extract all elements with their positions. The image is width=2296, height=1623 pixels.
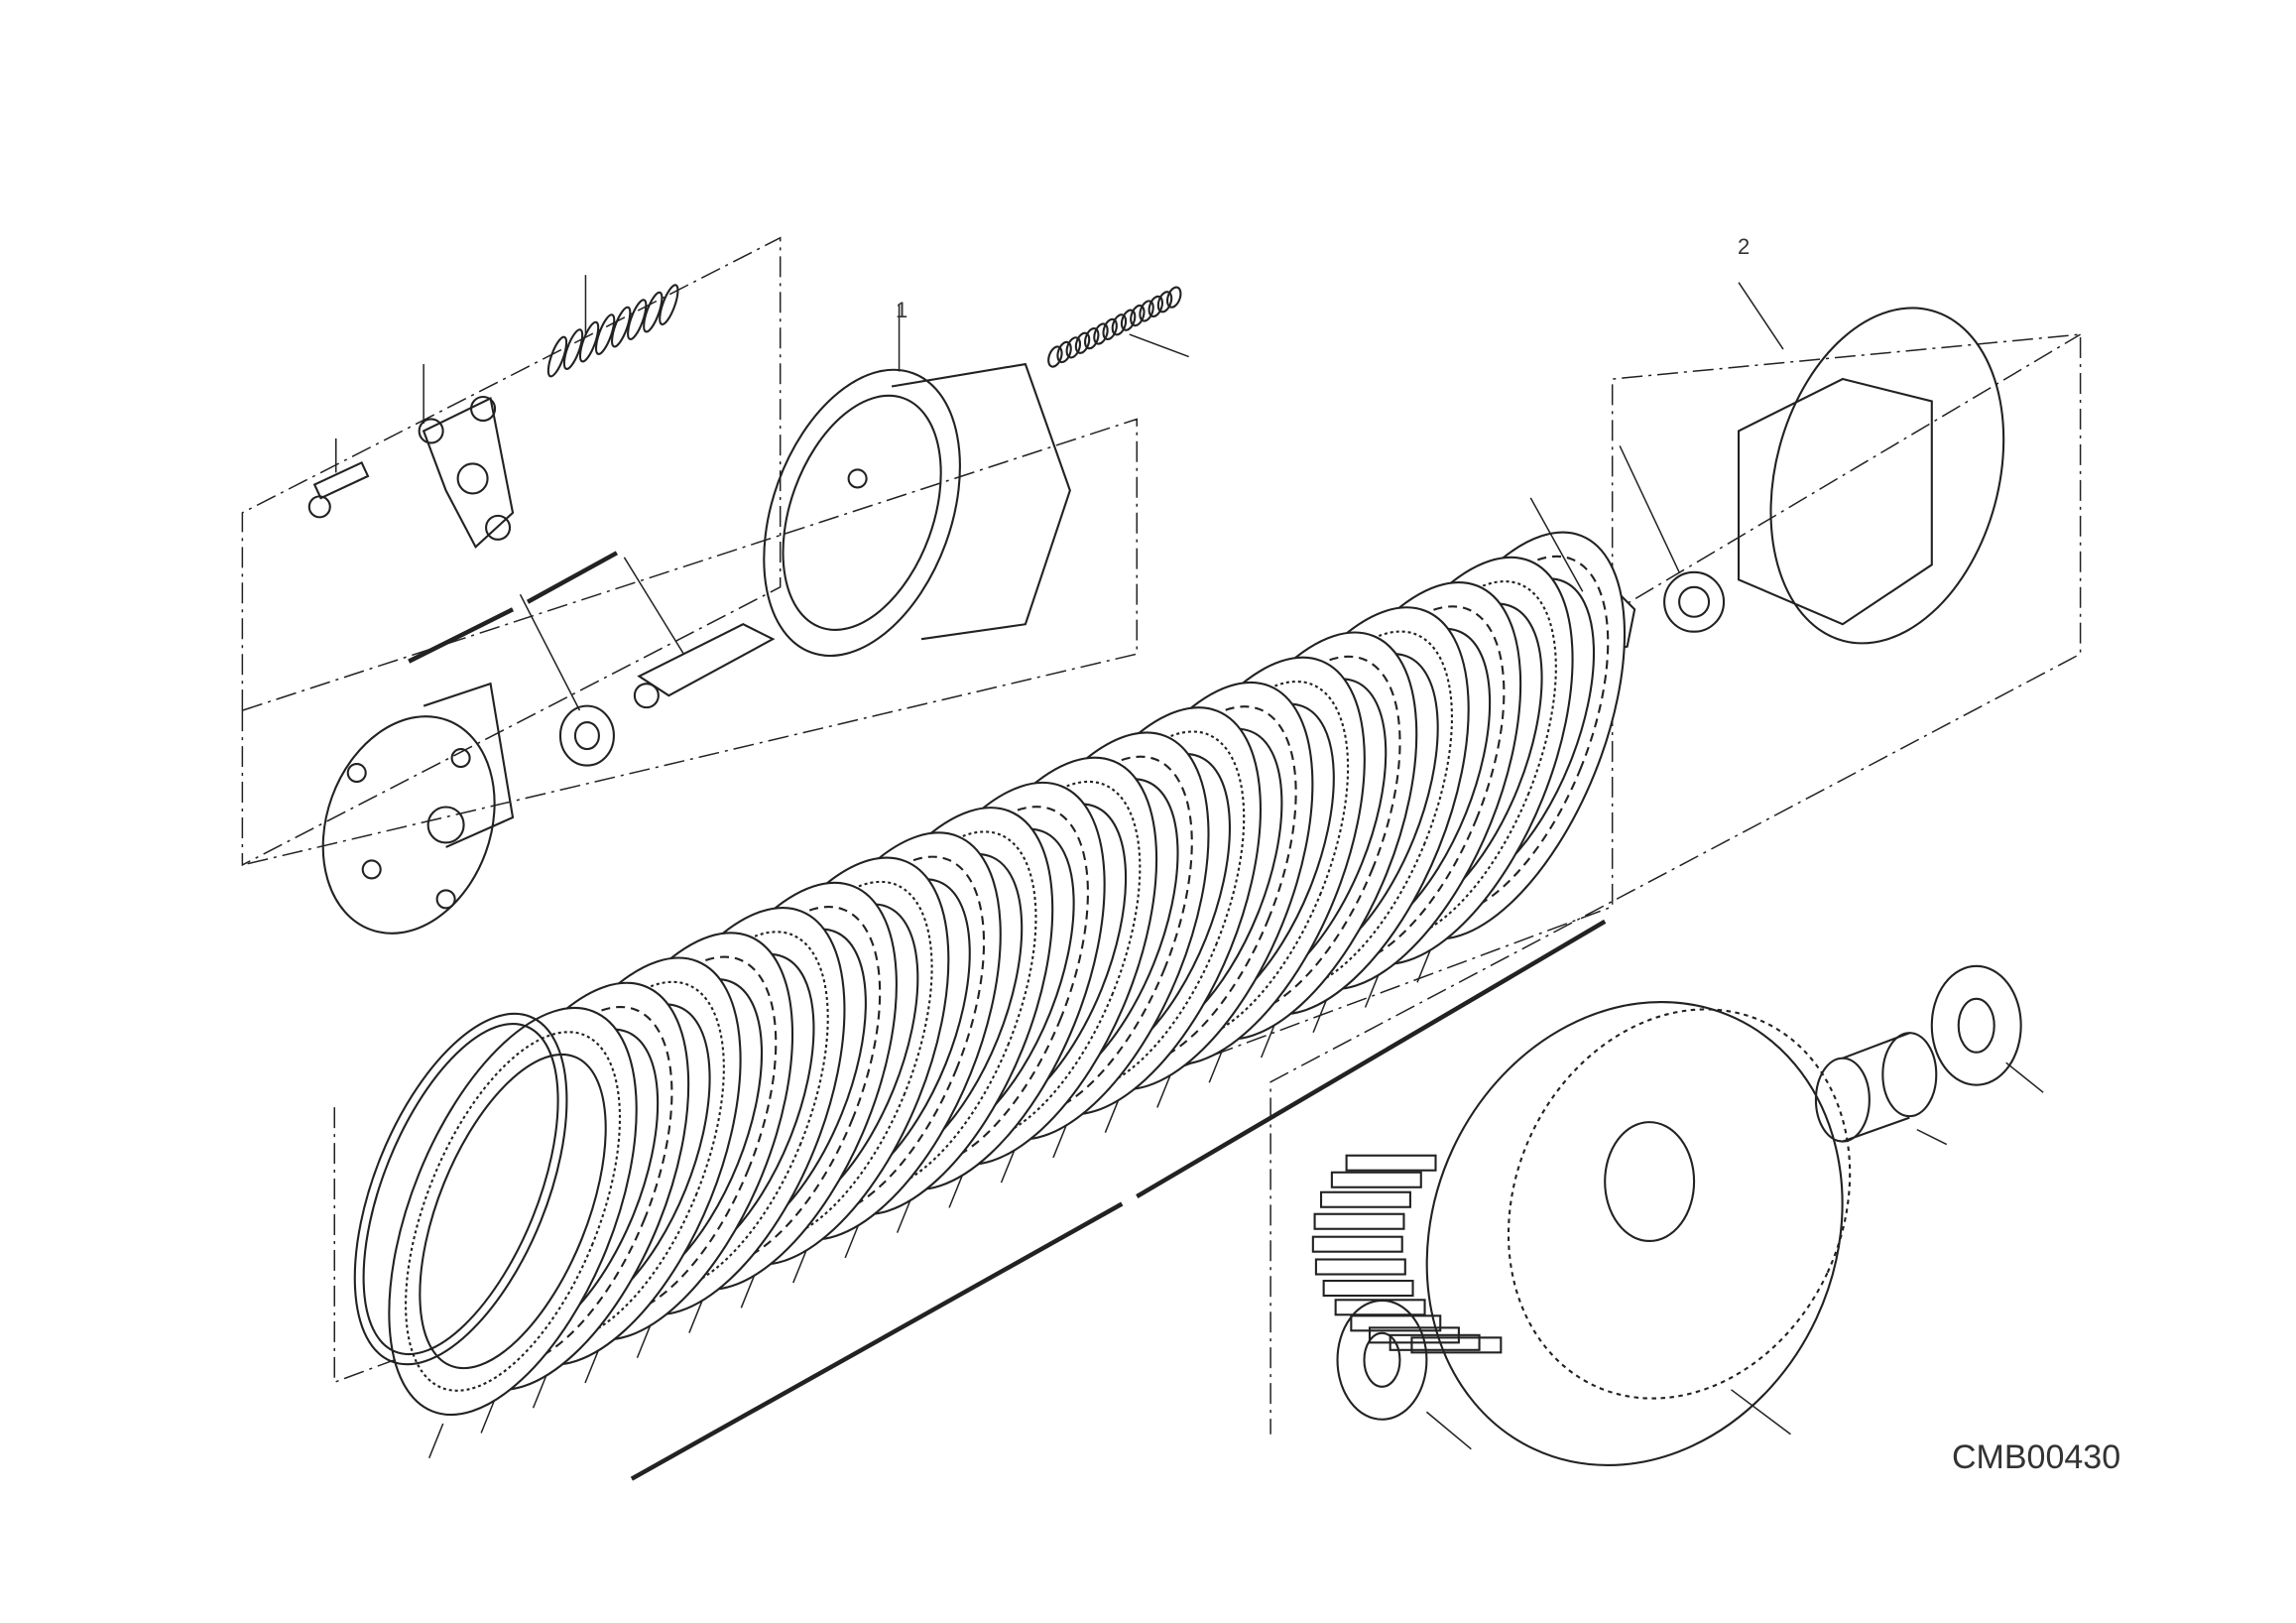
spring-coil <box>643 291 664 333</box>
clutch-hub <box>763 362 1071 658</box>
basket-finger <box>1311 1235 1403 1253</box>
basket-finger <box>1410 1336 1503 1354</box>
thrust-washer-icon <box>1930 964 2022 1086</box>
spring-coil <box>627 299 648 340</box>
spring-icon <box>1047 286 1182 368</box>
basket-finger <box>1322 1280 1414 1298</box>
basket-finger <box>1313 1212 1405 1230</box>
spring-retainer-plate <box>418 395 515 550</box>
spring-coil <box>578 320 600 363</box>
spring-coil <box>1165 286 1182 309</box>
inner-hub <box>1737 307 2005 645</box>
thrust-washer-icon <box>1336 1299 1428 1421</box>
pushrod <box>633 623 776 709</box>
clutch-plate-stack <box>388 531 1627 1458</box>
spring-coil <box>546 335 568 378</box>
spring-coil <box>1047 345 1063 368</box>
spring-coil <box>1084 327 1100 350</box>
pressure-plate <box>321 682 515 935</box>
bushing-icon <box>1814 1032 1938 1143</box>
leader-lines <box>335 275 2044 1450</box>
spring-coil <box>1111 313 1128 336</box>
plate-brackets <box>408 551 1607 1481</box>
spring-coil <box>1156 291 1173 313</box>
drawing-code: CMB00430 <box>1952 1438 2121 1476</box>
basket-finger <box>1334 1299 1426 1316</box>
spring-coil <box>1074 331 1091 354</box>
spring-coil <box>611 306 632 348</box>
spring-coil <box>1065 336 1082 359</box>
callout-label: 1 <box>896 298 908 322</box>
basket-finger <box>1330 1171 1422 1188</box>
basket-finger <box>1345 1154 1437 1172</box>
spring-coil <box>1056 340 1072 364</box>
bearing-icon <box>558 704 615 767</box>
spring-coil <box>1093 322 1109 345</box>
retaining-ring <box>353 1012 568 1366</box>
clutch-basket <box>1311 1000 1852 1466</box>
friction-plate <box>388 1006 638 1458</box>
spring-coil <box>1148 295 1164 317</box>
spring-coil <box>659 284 679 325</box>
bolt-icon <box>307 460 370 519</box>
basket-finger <box>1368 1326 1460 1344</box>
basket-finger <box>1314 1258 1406 1276</box>
spring-coil <box>1102 317 1118 341</box>
spring-coil <box>1130 304 1146 327</box>
spring-coil <box>562 328 584 370</box>
spring-coil <box>1139 300 1154 322</box>
spring-coil <box>594 313 616 355</box>
basket-finger <box>1319 1190 1411 1208</box>
spring-coil <box>1120 309 1137 331</box>
callout-label: 2 <box>1738 234 1751 259</box>
spring-icon <box>546 284 679 378</box>
lock-washer-icon <box>1663 570 1726 633</box>
